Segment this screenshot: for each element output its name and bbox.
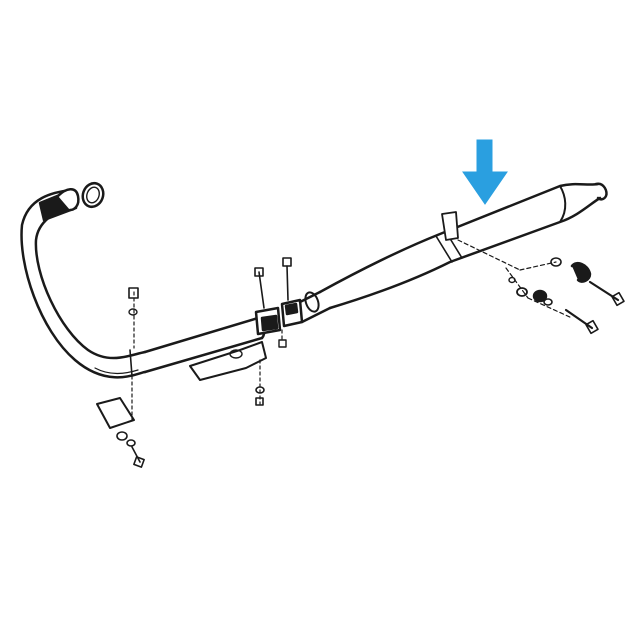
connector-pipe [298,290,332,324]
silencer-muffler [318,182,608,310]
mount-bracket-middle [189,341,267,406]
clamp-pair [254,257,304,348]
rear-mount-hardware [457,239,625,335]
header-collar [38,188,80,222]
exhaust-header-pipe [20,188,266,379]
mount-bracket-front [96,287,145,468]
down-arrow-icon [462,139,508,205]
pipe-gasket-ring [81,181,105,209]
